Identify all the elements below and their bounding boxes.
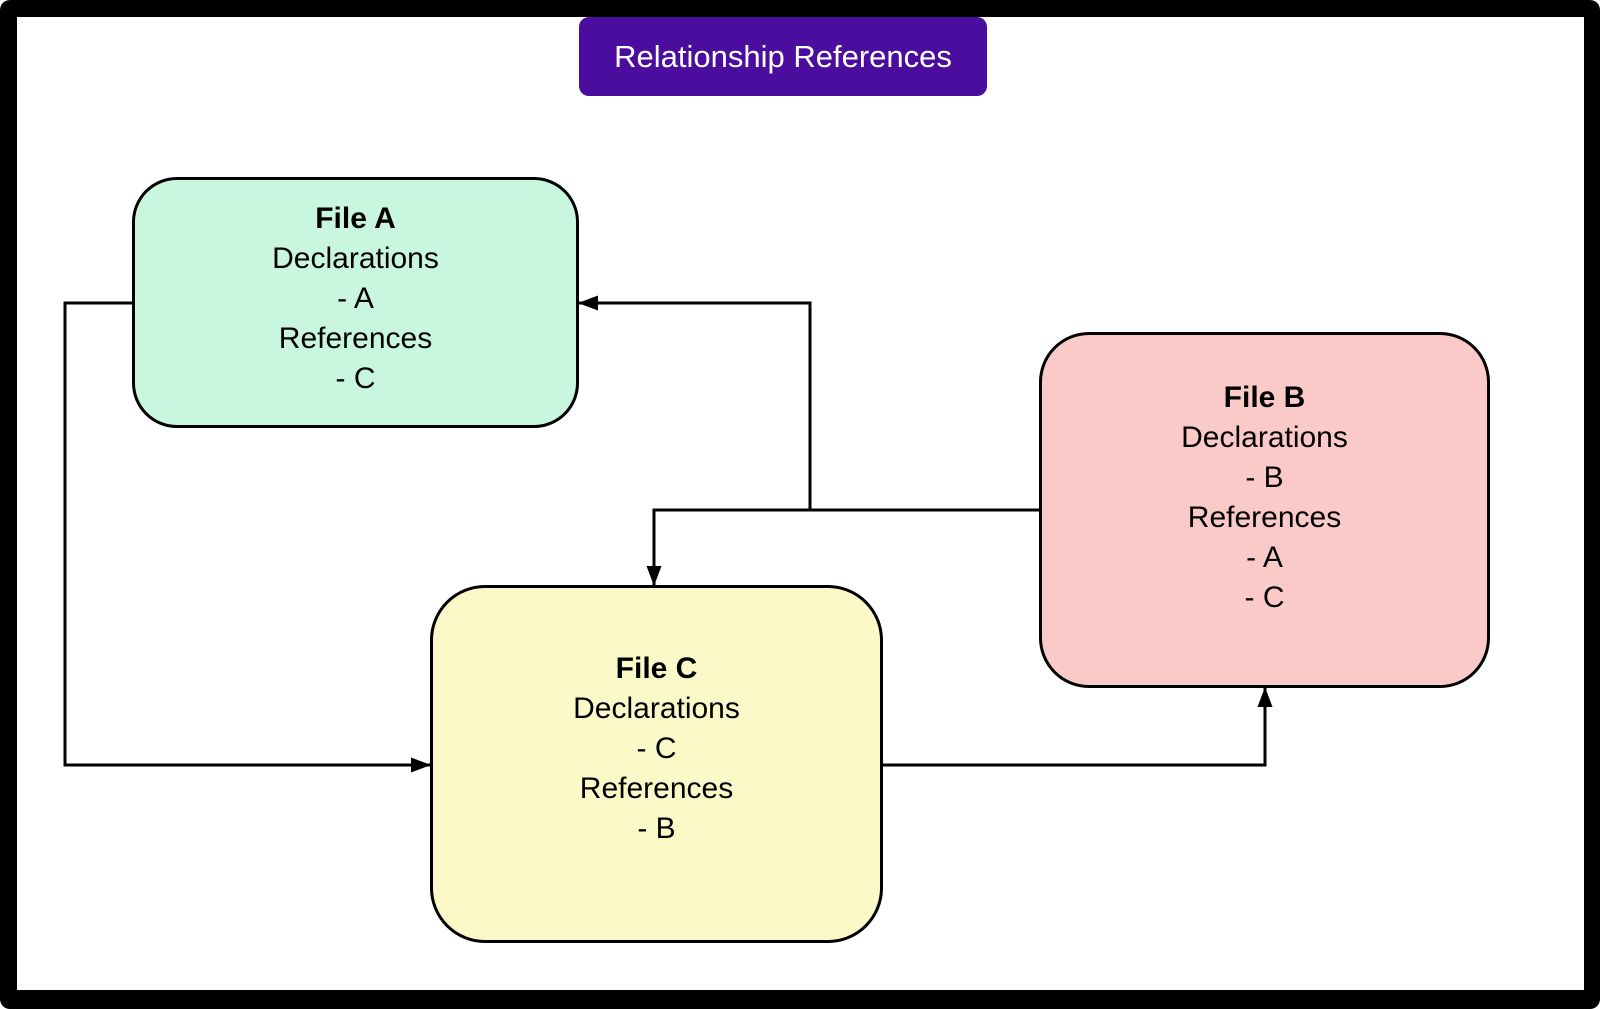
node-file-a-title: File A — [315, 201, 396, 235]
node-file-a-line: - A — [337, 281, 374, 315]
node-file-c-line: - B — [637, 812, 676, 845]
node-file-a-line: References — [278, 321, 433, 355]
node-file-c-line: References — [579, 772, 734, 805]
diagram-title-banner: Relationship References — [579, 17, 987, 96]
node-file-b-line: - A — [1246, 541, 1283, 574]
node-file-c-title: File C — [615, 652, 698, 685]
diagram-title: Relationship References — [614, 38, 952, 74]
node-file-b-line: - C — [1244, 581, 1285, 614]
node-file-a: File A Declarations - A References - C — [132, 177, 579, 428]
node-file-c-line: Declarations — [573, 692, 740, 725]
node-file-b: File B Declarations - B References - A -… — [1039, 332, 1490, 688]
node-file-b-line: - B — [1245, 461, 1284, 494]
node-file-c-line: - C — [636, 732, 677, 765]
node-file-b-line: Declarations — [1181, 421, 1348, 454]
node-file-a-line: Declarations — [272, 241, 439, 275]
node-file-b-title: File B — [1223, 381, 1306, 414]
node-file-b-line: References — [1187, 501, 1342, 534]
node-file-c: File C Declarations - C References - B — [430, 585, 883, 943]
node-file-a-line: - C — [335, 361, 376, 395]
